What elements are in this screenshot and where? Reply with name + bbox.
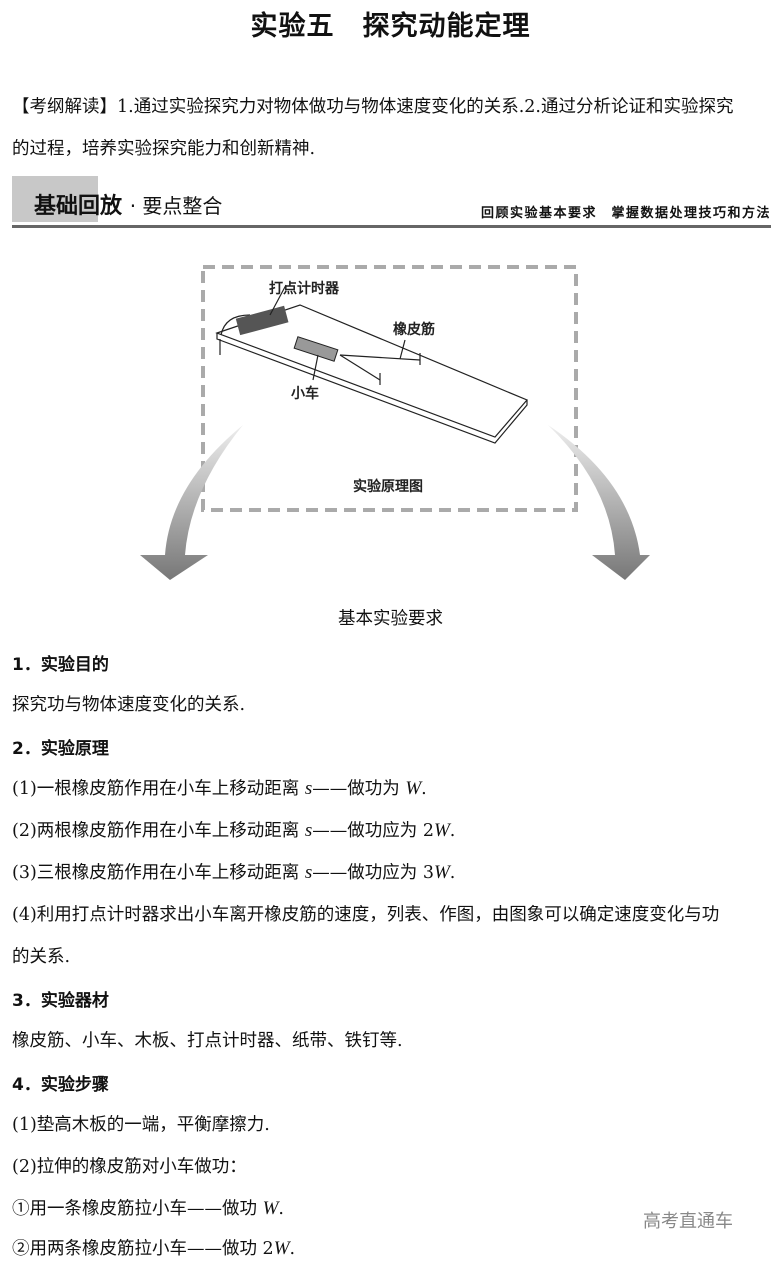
banner-rule xyxy=(12,225,771,228)
section-banner: 基础回放 · 要点整合 回顾实验基本要求 掌握数据处理技巧和方法 xyxy=(12,176,771,228)
principle-2: (2)两根橡皮筋作用在小车上移动距离 s——做功应为 2W. xyxy=(12,820,456,841)
label-timer: 打点计时器 xyxy=(269,280,340,297)
label-rubber: 橡皮筋 xyxy=(393,321,435,338)
heading-principle: 2．实验原理 xyxy=(12,739,109,759)
banner-gray-block xyxy=(12,176,98,222)
purpose-text: 探究功与物体速度变化的关系. xyxy=(12,695,246,715)
equipment-text: 橡皮筋、小车、木板、打点计时器、纸带、铁钉等. xyxy=(12,1031,403,1051)
heading-purpose: 1．实验目的 xyxy=(12,655,109,675)
heading-steps: 4．实验步骤 xyxy=(12,1075,109,1095)
principle-3: (3)三根橡皮筋作用在小车上移动距离 s——做功应为 3W. xyxy=(12,862,456,883)
cart xyxy=(293,336,339,362)
heading-equipment: 3．实验器材 xyxy=(12,991,109,1011)
intro-line-1: 【考纲解读】1.通过实验探究力对物体做功与物体速度变化的关系.2.通过分析论证和… xyxy=(12,97,734,117)
banner-main: 基础回放 xyxy=(34,194,123,219)
diagram-caption: 实验原理图 xyxy=(353,478,423,495)
page-title: 实验五 探究动能定理 xyxy=(250,11,531,42)
banner-title: 基础回放 · 要点整合 xyxy=(34,188,222,220)
step-2-2: ②用两条橡皮筋拉小车——做功 2W. xyxy=(12,1238,296,1259)
step-2: (2)拉伸的橡皮筋对小车做功： xyxy=(12,1157,247,1177)
dashed-frame xyxy=(201,265,578,512)
principle-4-cont: 的关系. xyxy=(12,947,71,967)
principle-4: (4)利用打点计时器求出小车离开橡皮筋的速度，列表、作图，由图象可以确定速度变化… xyxy=(12,905,720,925)
right-arrow-icon xyxy=(548,425,650,580)
timer xyxy=(235,305,289,336)
section-title: 基本实验要求 xyxy=(338,609,443,629)
intro-line-2: 的过程，培养实验探究能力和创新精神. xyxy=(12,139,316,159)
watermark: 高考直通车 xyxy=(643,1211,733,1232)
step-1: (1)垫高木板的一端，平衡摩擦力. xyxy=(12,1115,270,1135)
banner-subtitle: 回顾实验基本要求 掌握数据处理技巧和方法 xyxy=(480,206,771,221)
step-2-1: ①用一条橡皮筋拉小车——做功 W. xyxy=(12,1198,284,1219)
experiment-diagram: 打点计时器 橡皮筋 小车 实验原理图 xyxy=(140,265,650,580)
principle-1: (1)一根橡皮筋作用在小车上移动距离 s——做功为 W. xyxy=(12,778,427,799)
banner-sub: · 要点整合 xyxy=(129,194,223,218)
left-arrow-icon xyxy=(140,425,243,580)
label-cart: 小车 xyxy=(291,385,319,402)
